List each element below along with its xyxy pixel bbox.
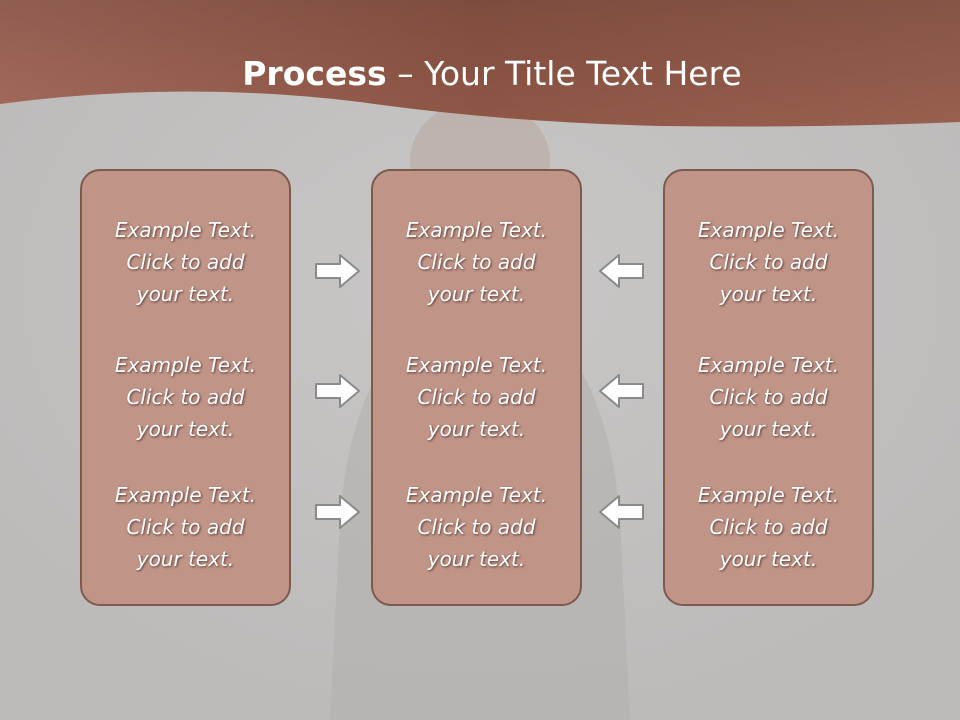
text-line: Click to add — [709, 385, 828, 409]
center-column-box[interactable]: Example Text. Click to add your text. Ex… — [371, 169, 582, 606]
text-block[interactable]: Example Text. Click to add your text. — [665, 214, 872, 310]
title-bold: Process — [242, 54, 387, 93]
text-line: your text. — [719, 282, 818, 306]
arrow-left-icon[interactable] — [596, 492, 646, 532]
text-line: Example Text. — [405, 353, 548, 377]
text-line: Example Text. — [697, 353, 840, 377]
arrow-right-icon[interactable] — [313, 371, 363, 411]
text-line: Click to add — [709, 515, 828, 539]
header-band — [0, 0, 960, 127]
slide-title[interactable]: Process – Your Title Text Here — [0, 48, 960, 100]
title-rest: – Your Title Text Here — [386, 54, 742, 93]
text-line: Example Text. — [114, 218, 257, 242]
arrow-left-icon[interactable] — [596, 251, 646, 291]
text-block[interactable]: Example Text. Click to add your text. — [373, 349, 580, 445]
text-block[interactable]: Example Text. Click to add your text. — [373, 479, 580, 575]
text-block[interactable]: Example Text. Click to add your text. — [665, 349, 872, 445]
text-line: Click to add — [417, 385, 536, 409]
arrow-right-icon[interactable] — [313, 251, 363, 291]
text-line: Click to add — [417, 250, 536, 274]
text-line: Example Text. — [697, 483, 840, 507]
text-line: Example Text. — [114, 353, 257, 377]
text-line: Click to add — [417, 515, 536, 539]
text-line: your text. — [719, 417, 818, 441]
arrow-right-icon[interactable] — [313, 492, 363, 532]
text-line: your text. — [136, 547, 235, 571]
text-line: your text. — [136, 417, 235, 441]
text-block[interactable]: Example Text. Click to add your text. — [665, 479, 872, 575]
text-line: Click to add — [126, 250, 245, 274]
text-line: your text. — [136, 282, 235, 306]
text-line: your text. — [427, 282, 526, 306]
text-line: your text. — [427, 547, 526, 571]
text-line: your text. — [427, 417, 526, 441]
text-line: Example Text. — [405, 483, 548, 507]
text-line: your text. — [719, 547, 818, 571]
text-line: Example Text. — [405, 218, 548, 242]
text-block[interactable]: Example Text. Click to add your text. — [82, 214, 289, 310]
arrow-left-icon[interactable] — [596, 371, 646, 411]
text-line: Click to add — [709, 250, 828, 274]
text-line: Example Text. — [697, 218, 840, 242]
text-block[interactable]: Example Text. Click to add your text. — [373, 214, 580, 310]
left-column-box[interactable]: Example Text. Click to add your text. Ex… — [80, 169, 291, 606]
text-line: Click to add — [126, 515, 245, 539]
text-line: Example Text. — [114, 483, 257, 507]
text-block[interactable]: Example Text. Click to add your text. — [82, 349, 289, 445]
right-column-box[interactable]: Example Text. Click to add your text. Ex… — [663, 169, 874, 606]
text-line: Click to add — [126, 385, 245, 409]
text-block[interactable]: Example Text. Click to add your text. — [82, 479, 289, 575]
